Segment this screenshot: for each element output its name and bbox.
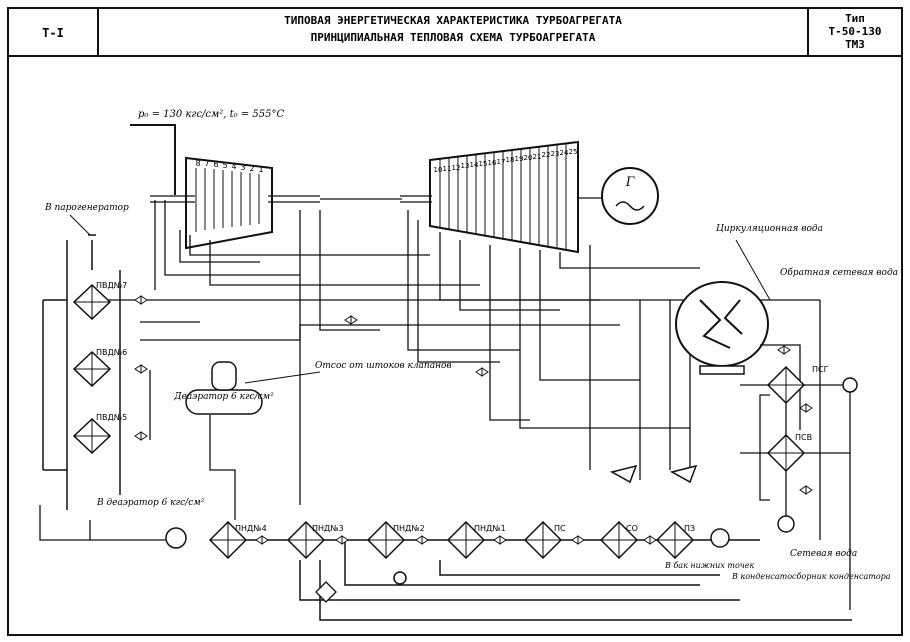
psv-label: ПСВ — [795, 433, 812, 442]
ps-label: ПС — [554, 524, 566, 533]
condensate-collector-label: В конденсатосборник конденсатора — [731, 572, 891, 581]
lp-stage-numbers: 10 11 12 13 14 15 16 17 18 19 20 21 22 2… — [434, 148, 578, 174]
leader-line — [69, 214, 91, 236]
hp-stage-numbers: 8 7 6 5 4 3 2 1 — [195, 159, 263, 174]
network-pump-icon — [842, 377, 858, 393]
live-steam-line — [130, 124, 176, 195]
network-water-pump-icon — [777, 515, 795, 533]
pvd-6 — [72, 350, 112, 388]
lp-stage-label: 18 — [506, 156, 515, 164]
hp-stage-label: 7 — [204, 159, 209, 168]
psg-label: ПСГ — [812, 365, 829, 374]
valve-markers — [134, 295, 813, 545]
steam-parameters: p₀ = 130 кгс/см², t₀ = 555°C — [138, 109, 285, 120]
manufacturer: ТМЗ — [845, 38, 865, 51]
network-water-lines — [740, 384, 850, 516]
lp-stage-label: 16 — [488, 159, 497, 167]
leader-line — [735, 239, 771, 301]
lp-stage-label: 23 — [551, 150, 560, 158]
sheet-title-line1: ТИПОВАЯ ЭНЕРГЕТИЧЕСКАЯ ХАРАКТЕРИСТИКА ТУ… — [284, 14, 622, 27]
valve-stem-suction-label: Отсос от штоков клапанов — [315, 361, 452, 371]
lp-stage-label: 25 — [569, 148, 578, 156]
pvd-6-label: ПВД№6 — [96, 348, 127, 357]
generator-icon — [601, 167, 659, 225]
pnd-3 — [286, 520, 326, 560]
hp-stage-label: 4 — [231, 162, 236, 171]
condenser — [675, 281, 769, 375]
psg-heater — [766, 365, 806, 405]
lp-stage-label: 12 — [452, 164, 461, 172]
lp-stage-label: 20 — [524, 154, 533, 162]
ps-heater — [523, 520, 563, 560]
network-water-label: Сетевая вода — [790, 549, 857, 559]
sheet-title-line2: ПРИНЦИПИАЛЬНАЯ ТЕПЛОВАЯ СХЕМА ТУРБОАГРЕГ… — [311, 31, 596, 44]
generator-label: Г — [625, 175, 635, 190]
pnd-4-label: ПНД№4 — [235, 524, 267, 533]
lp-stage-label: 10 — [434, 166, 443, 174]
small-heater — [315, 581, 337, 603]
pz-heater — [655, 520, 695, 560]
pvd-5-label: ПВД№5 — [96, 413, 127, 422]
pvd-5 — [72, 417, 112, 455]
turbine-model: Т-50-130 — [829, 25, 882, 38]
pnd-2 — [366, 520, 406, 560]
to-steam-generator-label: В парогенератор — [44, 203, 129, 213]
sheet-code: Т-I — [42, 26, 64, 40]
lp-stage-label: 21 — [533, 153, 542, 161]
ac-symbol-icon — [615, 201, 645, 211]
so-heater — [599, 520, 639, 560]
hp-stage-label: 3 — [240, 163, 245, 172]
leader-line — [244, 371, 321, 384]
hp-stage-label: 6 — [213, 160, 218, 169]
return-network-water-label: Обратная сетевая вода — [780, 267, 898, 278]
lp-stage-label: 14 — [470, 161, 479, 169]
pnd-1-label: ПНД№1 — [474, 524, 506, 533]
hp-heaters-column — [42, 234, 121, 510]
pnd-1 — [446, 520, 486, 560]
circulating-water-label: Циркуляционная вода — [716, 224, 823, 234]
pz-label: ПЗ — [684, 524, 695, 533]
deaerator — [185, 361, 263, 415]
drain-pump-icon — [393, 571, 407, 585]
lp-stage-label: 19 — [515, 155, 524, 163]
hp-shaft-seals — [150, 195, 402, 203]
lp-stage-label: 15 — [479, 160, 488, 168]
pnd-2-label: ПНД№2 — [393, 524, 425, 533]
hp-stage-label: 2 — [249, 164, 254, 173]
low-points-tank-label: В бак нижних точек — [664, 561, 755, 570]
lp-stage-label: 24 — [560, 149, 569, 157]
hp-cylinder — [185, 156, 273, 250]
lp-shaft-seals — [400, 195, 604, 203]
ejectors — [609, 464, 698, 484]
hp-stage-label: 1 — [258, 165, 263, 174]
pvd-7-label: ПВД№7 — [96, 281, 127, 290]
feed-lines — [39, 415, 236, 541]
lp-stage-label: 11 — [443, 165, 452, 173]
hp-stage-label: 5 — [222, 161, 227, 170]
lp-cylinder — [429, 140, 579, 254]
lp-stage-label: 13 — [461, 162, 470, 170]
type-label: Тип — [845, 12, 865, 25]
pnd-3-label: ПНД№3 — [312, 524, 344, 533]
to-deaerator-label: В деаэратор 6 кгс/см² — [96, 498, 205, 508]
pvd-7 — [72, 283, 112, 321]
circulating-water-lines — [760, 299, 851, 610]
extraction-lines — [100, 200, 700, 505]
lp-stage-label: 22 — [542, 151, 551, 159]
hp-stage-label: 8 — [195, 159, 200, 168]
condensate-pump-icon — [710, 528, 730, 548]
sheet-frame — [7, 7, 903, 636]
so-label: СО — [626, 524, 638, 533]
lp-stage-label: 17 — [497, 158, 506, 166]
feed-pump-icon — [165, 527, 187, 549]
deaerator-label: Деаэратор 6 кгс/см² — [173, 392, 274, 402]
pnd-4 — [208, 520, 248, 560]
